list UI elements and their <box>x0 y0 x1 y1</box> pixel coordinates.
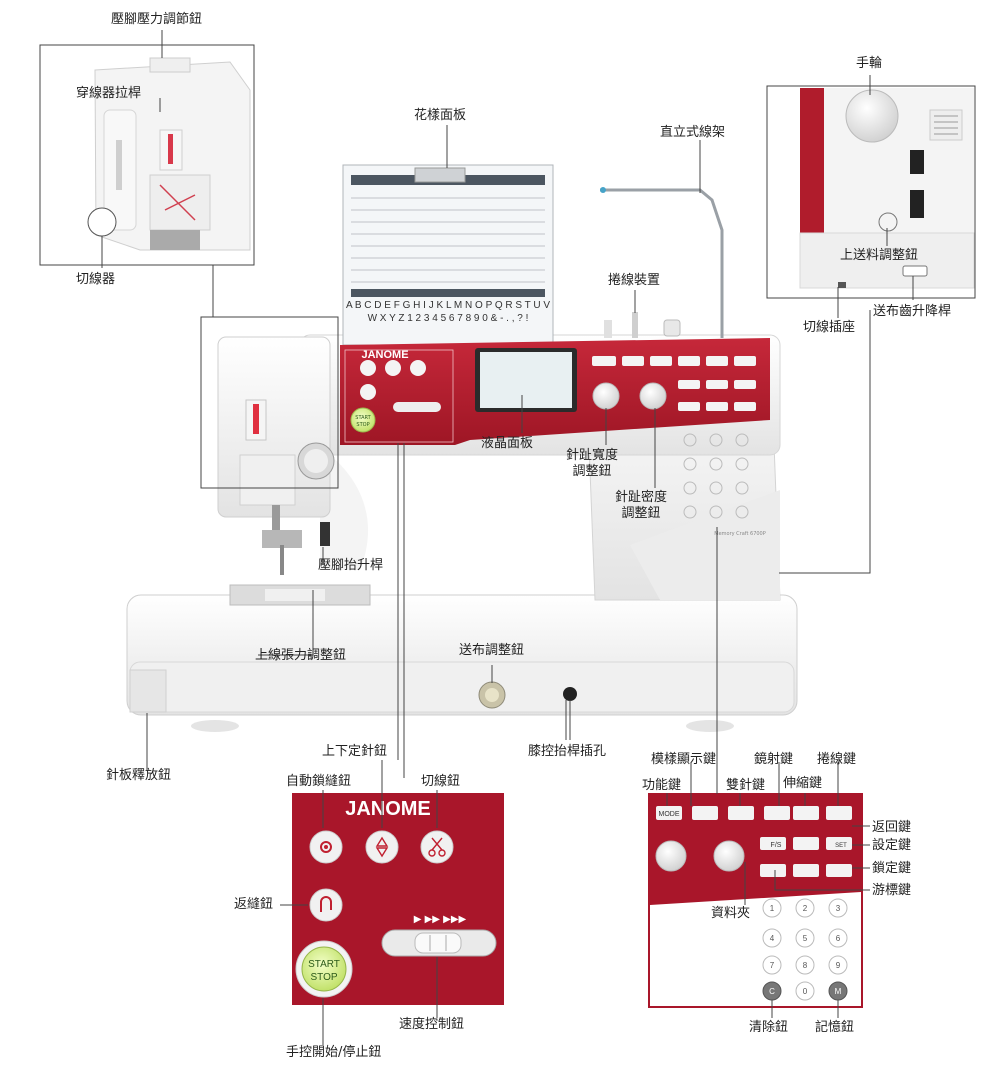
main-stop-label: STOP <box>356 422 369 428</box>
vertical-spool-pin <box>600 187 724 338</box>
label-stitch-width-dial: 針趾寬度 調整鈕 <box>566 448 619 479</box>
key-m: M <box>835 987 842 996</box>
label-thread-cutter: 切線器 <box>76 272 116 287</box>
label-threader-lever: 穿線器拉桿 <box>76 86 142 101</box>
brand-logo: JANOME <box>361 349 408 361</box>
label-needle-up-down: 上下定針鈕 <box>322 744 388 759</box>
label-feed-balance-dial: 上送料調整鈕 <box>840 248 919 263</box>
label-cursor-key: 游標鍵 <box>872 883 912 898</box>
pattern-board-row-2: W X Y Z 1 2 3 4 5 6 7 8 9 0 & - . , ? ! <box>368 313 529 324</box>
set-key-label: SET <box>835 843 847 849</box>
inset-start-label: START <box>308 959 340 970</box>
key-7: 7 <box>770 961 775 970</box>
needle-plate <box>229 584 371 606</box>
label-clear-btn: 清除鈕 <box>749 1020 789 1035</box>
bobbin-winder <box>604 312 681 338</box>
label-presser-lifter: 壓腳抬升桿 <box>318 558 384 573</box>
label-return-key: 返回鍵 <box>872 820 912 835</box>
label-feed-dog-lever: 送布齒升降桿 <box>873 304 952 319</box>
key-3: 3 <box>836 904 841 913</box>
key-6: 6 <box>836 934 841 943</box>
label-speed-control: 速度控制鈕 <box>399 1017 465 1032</box>
inset-brand-logo: JANOME <box>345 798 431 820</box>
label-data-folder: 資料夾 <box>711 906 751 921</box>
label-vertical-spool-pin: 直立式線架 <box>660 125 726 140</box>
mode-key-label: MODE <box>659 811 680 818</box>
label-pattern-display-key: 模樣顯示鍵 <box>651 752 717 767</box>
key-1: 1 <box>770 904 775 913</box>
key-9: 9 <box>836 961 841 970</box>
pattern-board-row-1: A B C D E F G H I J K L M N O P Q R S T … <box>346 300 550 311</box>
label-needle-plate-release: 針板釋放鈕 <box>106 768 172 783</box>
label-auto-lock: 自動鎖縫鈕 <box>286 774 352 789</box>
label-bobbin-wind-key: 捲線鍵 <box>817 752 857 767</box>
label-function-key: 功能鍵 <box>642 778 682 793</box>
pattern-board: A B C D E F G H I J K L M N O P Q R S T … <box>342 164 554 346</box>
speed-arrows: ▶ ▶▶ ▶▶▶ <box>414 914 467 925</box>
machine-base <box>126 594 798 732</box>
label-mirror-key: 鏡射鍵 <box>754 752 794 767</box>
inset-stop-label: STOP <box>310 972 337 983</box>
keypad-small <box>683 433 749 519</box>
label-twin-needle-key: 雙針鍵 <box>726 778 766 793</box>
model-name: Memory Craft 6700P <box>714 531 766 537</box>
machine-head <box>217 336 335 575</box>
label-handwheel: 手輪 <box>856 56 883 71</box>
label-start-stop-btn: 手控開始/停止鈕 <box>286 1045 382 1060</box>
label-elongation-key: 伸縮鍵 <box>783 776 823 791</box>
inset-controls-right: MODE F/S SET 1 2 3 4 5 6 7 8 9 C 0 M <box>648 793 863 1008</box>
key-8: 8 <box>803 961 808 970</box>
main-start-label: START <box>355 415 371 421</box>
label-knee-lifter-socket: 膝控抬桿插孔 <box>528 744 607 759</box>
key-0: 0 <box>803 987 808 996</box>
key-c: C <box>769 987 775 996</box>
label-reverse-btn: 返縫鈕 <box>234 897 274 912</box>
label-lcd-panel: 液晶面板 <box>481 436 534 451</box>
inset-controls-left: JANOME ▶ ▶▶ ▶▶▶ START STOP <box>292 793 504 1005</box>
label-thread-tension-dial: 上線張力調整鈕 <box>255 648 347 663</box>
inset-handwheel <box>766 85 976 299</box>
label-pattern-board: 花樣面板 <box>414 108 467 123</box>
label-memory-btn: 記憶鈕 <box>815 1020 855 1035</box>
leader-lines <box>101 30 914 1045</box>
label-presser-pressure-dial: 壓腳壓力調節鈕 <box>111 12 203 27</box>
label-stitch-length-dial: 針趾密度 調整鈕 <box>615 490 668 521</box>
label-cutter-socket: 切線插座 <box>803 320 856 335</box>
key-5: 5 <box>803 934 808 943</box>
key-4: 4 <box>770 934 775 943</box>
label-bobbin-winder: 捲線裝置 <box>608 273 661 288</box>
control-panel-red: JANOME START STOP <box>340 338 770 445</box>
fs-key-label: F/S <box>771 842 782 849</box>
label-thread-cut-btn: 切線鈕 <box>421 774 461 789</box>
label-lock-key: 鎖定鍵 <box>872 861 912 876</box>
label-set-key: 設定鍵 <box>872 838 912 853</box>
key-2: 2 <box>803 904 808 913</box>
label-feed-adjust-dial: 送布調整鈕 <box>459 643 525 658</box>
inset-presser-foot <box>39 44 255 266</box>
